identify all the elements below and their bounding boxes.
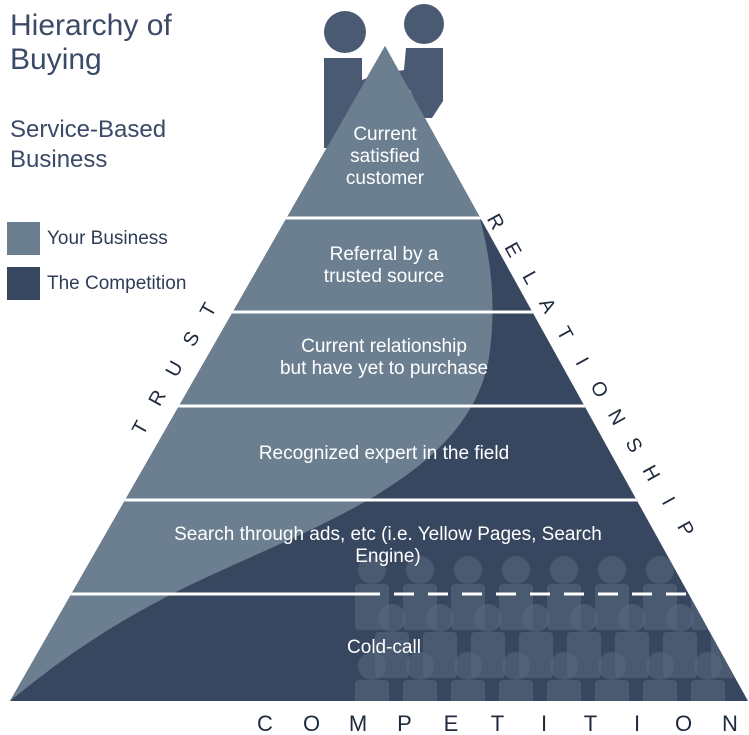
crowd-person-head-icon — [550, 556, 578, 584]
relationship-letter: I — [571, 354, 593, 370]
competition-letter: O — [303, 711, 320, 735]
crowd-person-body-icon — [403, 680, 437, 701]
crowd-person-head-icon — [426, 604, 454, 632]
trust-letter: T — [128, 417, 153, 438]
crowd-person-body-icon — [643, 680, 677, 701]
crowd-person-head-icon — [618, 604, 646, 632]
competition-letter: E — [444, 711, 459, 735]
crowd-person-head-icon — [646, 652, 674, 680]
your-business-area — [10, 46, 493, 701]
crowd-person-body-icon — [355, 680, 389, 701]
crowd-person-head-icon — [378, 604, 406, 632]
relationship-letter: E — [500, 239, 526, 261]
page-subtitle: Service-Based Business — [10, 116, 167, 173]
legend-label: Your Business — [47, 227, 168, 249]
crowd-person-head-icon — [666, 604, 694, 632]
crowd-person-head-icon — [474, 604, 502, 632]
competition-letter: T — [584, 711, 597, 735]
crowd-person-head-icon — [454, 556, 482, 584]
competition-letter: N — [722, 711, 738, 735]
crowd-person-body-icon — [691, 680, 725, 701]
trust-letter: S — [179, 328, 205, 350]
crowd-person-head-icon — [502, 556, 530, 584]
competition-letter: C — [257, 711, 273, 735]
tier-1-label: customer — [346, 168, 425, 189]
competition-letter: P — [397, 711, 412, 735]
crowd-person-head-icon — [570, 604, 598, 632]
tier-1-label: satisfied — [350, 146, 420, 167]
relationship-letter: I — [657, 493, 679, 509]
relationship-letter: N — [603, 406, 629, 429]
competition-letter: I — [634, 711, 640, 735]
crowd-person-head-icon — [598, 652, 626, 680]
crowd-person-head-icon — [646, 556, 674, 584]
person-right-head-icon — [404, 4, 444, 44]
crowd-person-head-icon — [406, 556, 434, 584]
crowd-person-body-icon — [499, 680, 533, 701]
crowd-person-head-icon — [502, 652, 530, 680]
competition-letter: I — [541, 711, 547, 735]
crowd-person-body-icon — [691, 584, 725, 630]
relationship-letter: S — [621, 434, 647, 456]
crowd-person-head-icon — [598, 556, 626, 584]
crowd-person-head-icon — [358, 652, 386, 680]
tier-5-label: Search through ads, etc (i.e. Yellow Pag… — [174, 524, 602, 545]
legend-label: The Competition — [47, 272, 187, 294]
legend-swatch — [7, 267, 40, 300]
competition-letter: M — [349, 711, 367, 735]
tier-2-label: trusted source — [324, 266, 444, 287]
relationship-letter: L — [517, 268, 542, 288]
relationship-letter: O — [585, 377, 612, 401]
crowd-person-body-icon — [451, 680, 485, 701]
legend-item-competition: The Competition — [7, 267, 186, 300]
crowd-person-head-icon — [694, 556, 722, 584]
legend-item-your-business: Your Business — [7, 222, 168, 255]
trust-letter: R — [145, 386, 171, 409]
tier-2-label: Referral by a — [330, 244, 439, 265]
legend-swatch — [7, 222, 40, 255]
person-left-head-icon — [324, 11, 366, 53]
crowd-person-head-icon — [694, 652, 722, 680]
tier-6-label: Cold-call — [347, 637, 421, 658]
tier-4-label: Recognized expert in the field — [259, 443, 509, 464]
relationship-letter: T — [552, 323, 577, 344]
crowd-person-body-icon — [547, 680, 581, 701]
tier-3-label: but have yet to purchase — [280, 358, 488, 379]
crowd-person-head-icon — [358, 556, 386, 584]
competition-letter: O — [675, 711, 692, 735]
tier-5-label: Engine) — [355, 546, 421, 567]
crowd-person-body-icon — [595, 680, 629, 701]
competition-letter: T — [491, 711, 504, 735]
relationship-letter: A — [534, 295, 560, 318]
trust-letter: T — [196, 299, 221, 320]
tier-3-label: Current relationship — [301, 336, 467, 357]
crowd-person-head-icon — [714, 604, 742, 632]
crowd-person-head-icon — [522, 604, 550, 632]
crowd-person-head-icon — [406, 652, 434, 680]
relationship-letter: H — [638, 462, 664, 485]
crowd-person-head-icon — [454, 652, 482, 680]
trust-letter: U — [162, 357, 188, 380]
tier-1-label: Current — [353, 124, 417, 145]
person-right-body-icon — [386, 48, 443, 118]
page-title: Hierarchy of Buying — [10, 9, 172, 76]
relationship-letter: P — [672, 518, 698, 540]
crowd-person-head-icon — [550, 652, 578, 680]
